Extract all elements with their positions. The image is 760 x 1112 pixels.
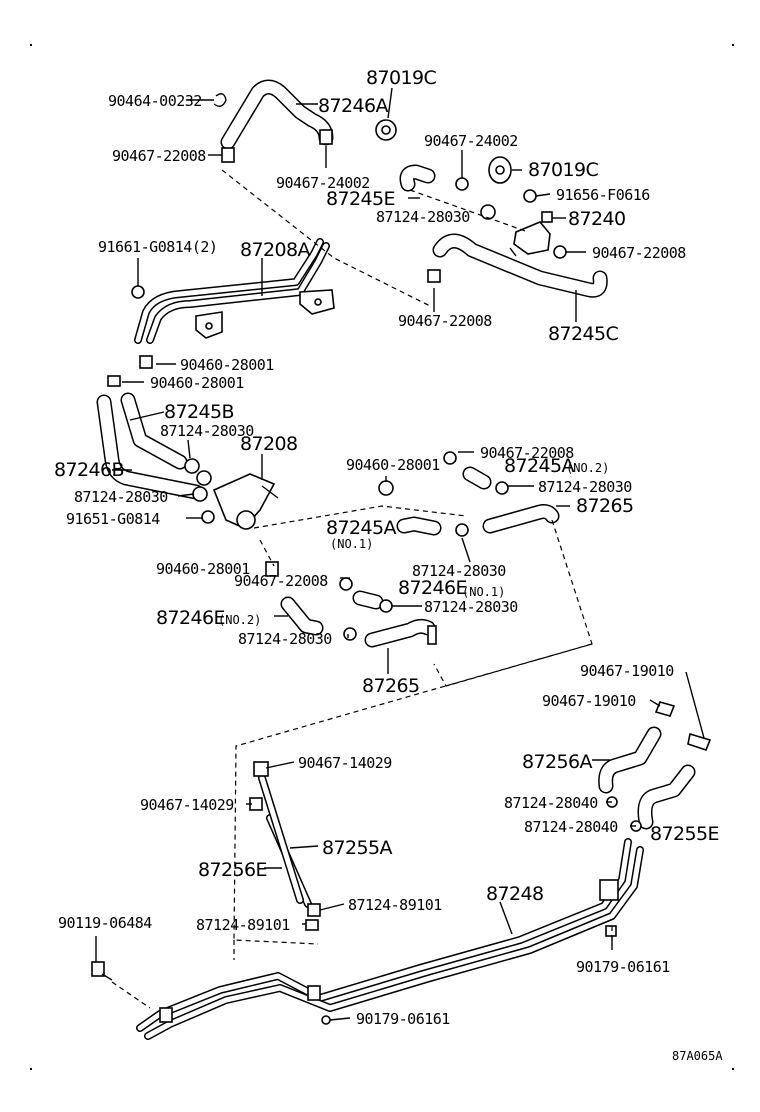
- hose-87245A-no2: [462, 466, 492, 490]
- label-87124-89101-a: 87124-89101: [348, 896, 442, 914]
- hose-87245C: [432, 233, 608, 298]
- label-87256A: 87256A: [522, 751, 592, 773]
- label-87124-28030-d: 87124-28030: [538, 478, 632, 496]
- label-87208A: 87208A: [240, 239, 310, 261]
- label-87245A-no1: 87245A: [326, 517, 396, 539]
- label-87246B: 87246B: [54, 459, 124, 481]
- label-87124-28030-a: 87124-28030: [376, 208, 470, 226]
- hose-87246E-no1: [352, 590, 384, 610]
- label-87255E: 87255E: [650, 823, 719, 845]
- label-91651-G0814: 91651-G0814: [66, 510, 160, 528]
- label-90467-22008-b: 90467-22008: [592, 244, 686, 262]
- label-87124-28030-e: 87124-28030: [412, 562, 506, 580]
- label-90467-14029-a: 90467-14029: [298, 754, 392, 772]
- label-90119-06484: 90119-06484: [58, 914, 152, 932]
- label-91661-G0814: 91661-G0814(2): [98, 238, 217, 256]
- label-87256E: 87256E: [198, 859, 267, 881]
- label-no1-b: (NO.1): [462, 585, 505, 599]
- pipe-87265-a: [482, 504, 560, 534]
- corner-marks: [30, 44, 734, 1070]
- label-90467-24002-b: 90467-24002: [424, 132, 518, 150]
- label-87124-28040-b: 87124-28040: [524, 818, 618, 836]
- label-87265-a: 87265: [576, 495, 633, 517]
- hose-87256A: [598, 726, 662, 794]
- pipe-87265-b: [364, 618, 436, 648]
- label-no2-a: (NO.2): [566, 461, 609, 475]
- label-90467-19010-b: 90467-19010: [542, 692, 636, 710]
- label-90460-28001-d: 90460-28001: [156, 560, 250, 578]
- label-90467-22008-d: 90467-22008: [480, 444, 574, 462]
- label-87124-28030-g: 87124-28030: [238, 630, 332, 648]
- label-90467-22008-e: 90467-22008: [234, 572, 328, 590]
- hose-87246E-no2: [280, 596, 324, 636]
- label-90467-19010-a: 90467-19010: [580, 662, 674, 680]
- label-90467-24002-a: 90467-24002: [276, 174, 370, 192]
- label-91656-F0616: 91656-F0616: [556, 186, 650, 204]
- hose-87255E: [637, 764, 696, 830]
- label-90467-22008-a: 90467-22008: [112, 147, 206, 165]
- heater-valve-87208: [212, 473, 279, 530]
- label-87124-89101-b: 87124-89101: [196, 916, 290, 934]
- pipe-87255A: [258, 774, 312, 908]
- pipe-87248: [136, 838, 644, 1040]
- label-87208: 87208: [240, 433, 297, 455]
- label-87245E: 87245E: [326, 188, 395, 210]
- label-90467-14029-b: 90467-14029: [140, 796, 234, 814]
- leader-lines: [95, 87, 705, 1021]
- label-87248: 87248: [486, 883, 543, 905]
- label-90460-28001-b: 90460-28001: [150, 374, 244, 392]
- small-parts: [91, 93, 712, 1025]
- diagram-code: 87A065A: [672, 1049, 723, 1063]
- label-90464-00232: 90464-00232: [108, 92, 202, 110]
- label-87245B: 87245B: [164, 401, 234, 423]
- label-87240: 87240: [568, 208, 625, 230]
- label-87019C-b: 87019C: [528, 159, 598, 181]
- label-no2-b: (NO.2): [218, 613, 261, 627]
- label-90460-28001-c: 90460-28001: [346, 456, 440, 474]
- label-90467-22008-c: 90467-22008: [398, 312, 492, 330]
- hose-87245E: [399, 164, 436, 192]
- label-87124-28030-f: 87124-28030: [424, 598, 518, 616]
- hose-87245B: [120, 392, 188, 470]
- pipe-87208A: [134, 238, 335, 344]
- label-90460-28001-a: 90460-28001: [180, 356, 274, 374]
- part-number-labels: 90464-00232 87246A 87019C 90467-22008 90…: [54, 67, 723, 1063]
- label-87246A: 87246A: [318, 95, 388, 117]
- label-87019C-top: 87019C: [366, 67, 436, 89]
- label-87245A-no2: 87245A: [504, 455, 574, 477]
- label-no1-a: (NO.1): [330, 537, 373, 551]
- label-90179-06161-b: 90179-06161: [356, 1010, 450, 1028]
- label-87265-b: 87265: [362, 675, 419, 697]
- hose-87246B: [96, 394, 204, 500]
- label-87124-28030-c: 87124-28030: [74, 488, 168, 506]
- label-87124-28030-b: 87124-28030: [160, 422, 254, 440]
- label-87246E-no1: 87246E: [398, 577, 467, 599]
- label-87124-28040-a: 87124-28040: [504, 794, 598, 812]
- hose-87246A: [220, 79, 334, 150]
- label-87246E-no2: 87246E: [156, 607, 225, 629]
- label-90179-06161-a: 90179-06161: [576, 958, 670, 976]
- label-87255A: 87255A: [322, 837, 392, 859]
- hose-87245A-no1: [396, 516, 442, 536]
- label-87245C: 87245C: [548, 323, 618, 345]
